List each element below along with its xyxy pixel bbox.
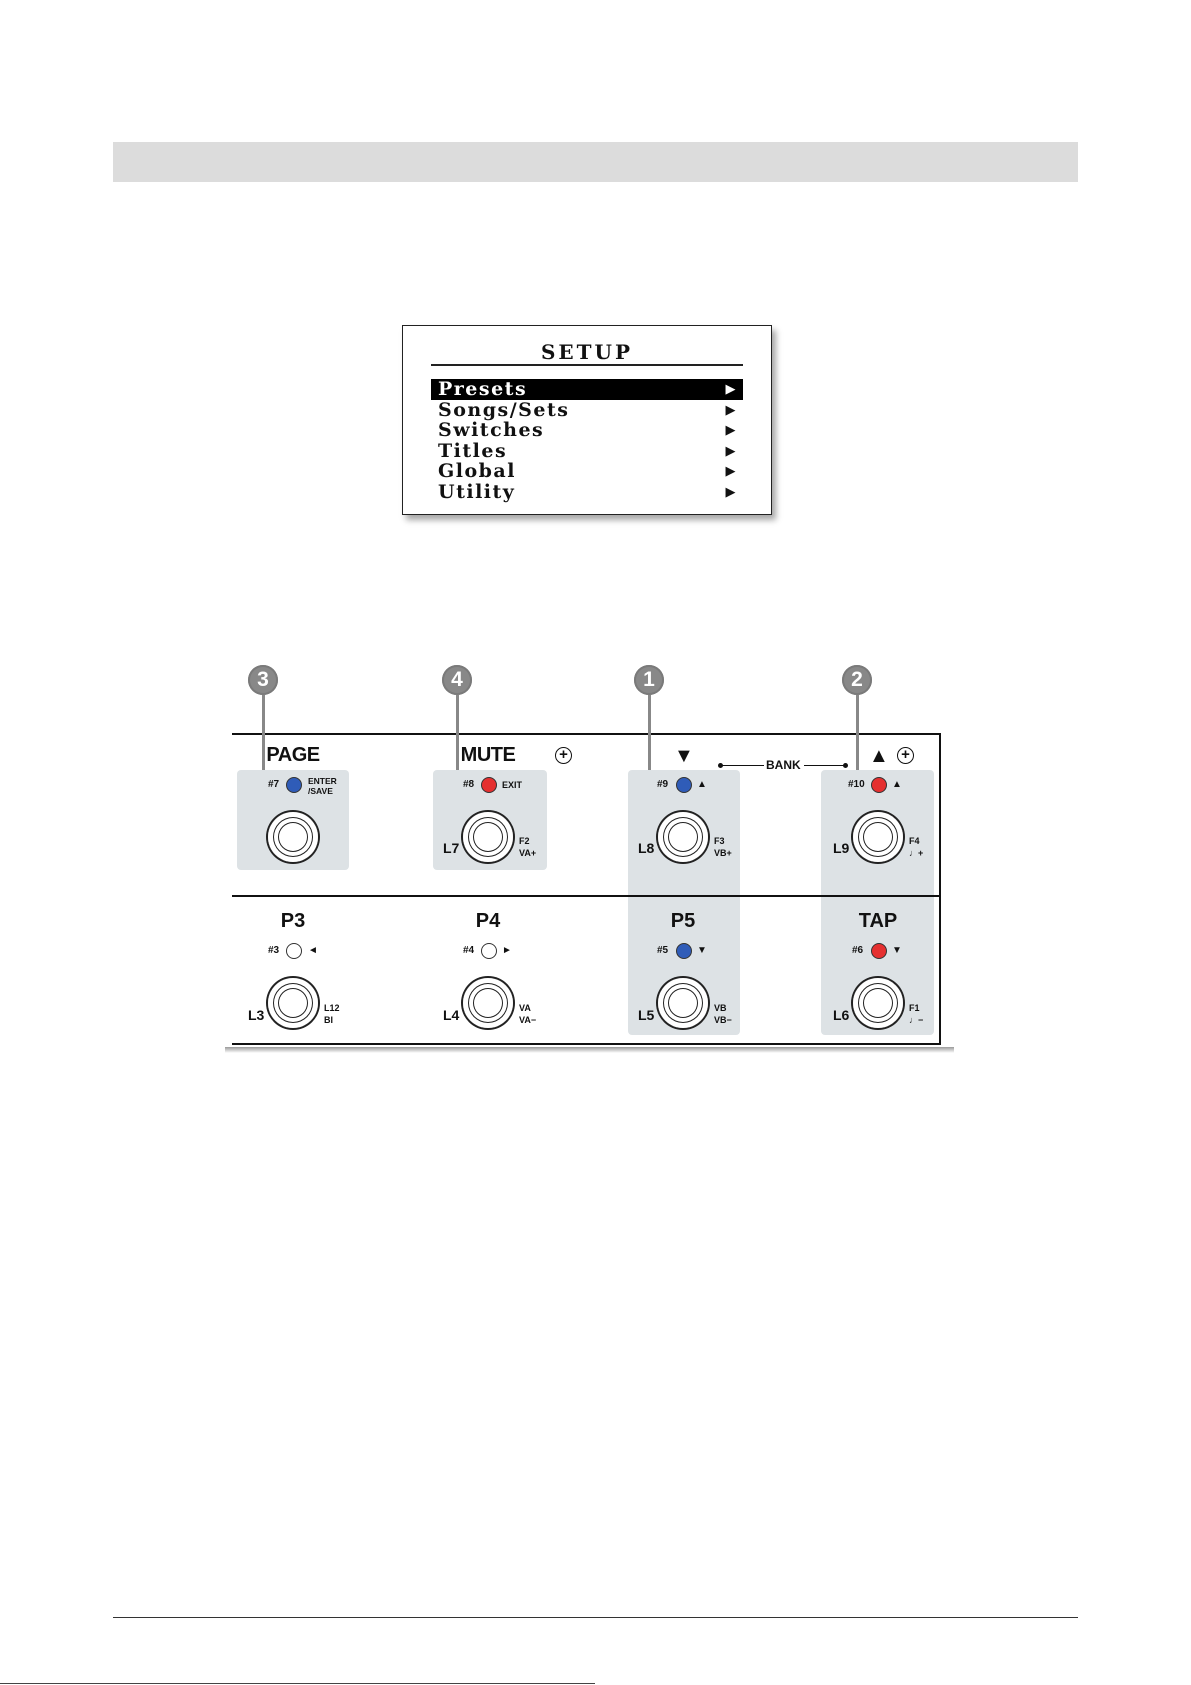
jack-label-l9: L9 xyxy=(833,840,849,856)
footswitch-bank-up[interactable] xyxy=(853,812,903,862)
switch-side-down-arrow: ▼ xyxy=(697,946,707,956)
footswitch-p5[interactable] xyxy=(658,978,708,1028)
switch-number-7: #7 xyxy=(268,780,279,790)
footswitch-p4[interactable] xyxy=(463,978,513,1028)
led-red-8 xyxy=(481,777,497,793)
switch-side-exit: EXIT xyxy=(502,780,522,790)
footer-stub xyxy=(0,1683,595,1684)
jack-sub-f4: F4 xyxy=(909,836,920,846)
panel-right-border xyxy=(939,733,941,1045)
switch-number-5: #5 xyxy=(657,946,668,956)
switch-title-p5: P5 xyxy=(638,910,728,933)
panel-mid-divider xyxy=(232,895,941,897)
panel-shadow xyxy=(225,1047,954,1053)
jack-label-l4: L4 xyxy=(443,1007,459,1023)
switch-number-9: #9 xyxy=(657,780,668,790)
jack-sub-va-minus: VA− xyxy=(519,1015,536,1025)
jack-sub-va: VA xyxy=(519,1003,531,1013)
jack-sub-tempo-plus: ♩+ xyxy=(909,848,923,858)
jack-sub-f2: F2 xyxy=(519,836,530,846)
arrow-right-icon: ▶ xyxy=(726,441,738,462)
callout-line-2 xyxy=(856,695,859,770)
switch-side-enter-save: ENTER /SAVE xyxy=(308,776,337,796)
lcd-menu-item-titles[interactable]: Titles▶ xyxy=(431,441,743,462)
jack-sub-l12: L12 xyxy=(324,1003,340,1013)
switch-number-10: #10 xyxy=(848,780,865,790)
jack-sub-bi: BI xyxy=(324,1015,333,1025)
bank-line-right xyxy=(804,765,844,766)
jack-sub-vb-plus: VB+ xyxy=(714,848,732,858)
switch-title-tap: TAP xyxy=(833,910,923,933)
led-red-6 xyxy=(871,943,887,959)
led-blue-9 xyxy=(676,777,692,793)
led-blue-5 xyxy=(676,943,692,959)
switch-title-p4: P4 xyxy=(443,910,533,933)
footswitch-p3[interactable] xyxy=(268,978,318,1028)
switch-side-up-arrow: ▲ xyxy=(697,780,707,790)
led-blue-7 xyxy=(286,777,302,793)
arrow-right-icon: ▶ xyxy=(726,482,738,503)
jack-sub-f1: F1 xyxy=(909,1003,920,1013)
switch-title-page: PAGE xyxy=(248,744,338,767)
bank-down-triangle-icon: ▼ xyxy=(674,746,694,766)
switch-side-left-arrow: ◄ xyxy=(308,946,318,956)
lcd-menu-item-switches[interactable]: Switches▶ xyxy=(431,420,743,441)
bank-up-triangle-icon: ▲ xyxy=(869,746,889,766)
footswitch-page[interactable] xyxy=(268,812,318,862)
led-off-4 xyxy=(481,943,497,959)
plus-circle-icon: + xyxy=(555,747,572,764)
jack-label-l5: L5 xyxy=(638,1007,654,1023)
jack-sub-va-plus: VA+ xyxy=(519,848,536,858)
panel-bottom-border xyxy=(232,1043,941,1045)
panel-top-border xyxy=(232,733,941,735)
switch-side-right-arrow: ► xyxy=(502,946,512,956)
jack-label-l3: L3 xyxy=(248,1007,264,1023)
jack-label-l6: L6 xyxy=(833,1007,849,1023)
bank-line-left xyxy=(722,765,764,766)
callout-2: 2 xyxy=(842,665,872,695)
jack-sub-f3: F3 xyxy=(714,836,725,846)
lcd-menu: Presets▶ Songs/Sets▶ Switches▶ Titles▶ G… xyxy=(431,379,743,503)
callout-line-1 xyxy=(648,695,651,770)
arrow-right-icon: ▶ xyxy=(726,400,738,421)
lcd-menu-item-global[interactable]: Global▶ xyxy=(431,461,743,482)
footswitch-bank-down[interactable] xyxy=(658,812,708,862)
switch-number-4: #4 xyxy=(463,946,474,956)
switch-number-3: #3 xyxy=(268,946,279,956)
switch-number-8: #8 xyxy=(463,780,474,790)
jack-label-l7: L7 xyxy=(443,840,459,856)
footswitch-mute[interactable] xyxy=(463,812,513,862)
switch-side-up-arrow: ▲ xyxy=(892,780,902,790)
led-red-10 xyxy=(871,777,887,793)
jack-sub-vb: VB xyxy=(714,1003,727,1013)
jack-sub-tempo-minus: ♩− xyxy=(909,1015,923,1025)
header-band xyxy=(113,142,1078,182)
setup-lcd-screen: SETUP Presets▶ Songs/Sets▶ Switches▶ Tit… xyxy=(402,325,772,515)
arrow-right-icon: ▶ xyxy=(726,461,738,482)
lcd-menu-item-utility[interactable]: Utility▶ xyxy=(431,482,743,503)
arrow-right-icon: ▶ xyxy=(726,379,738,400)
switch-number-6: #6 xyxy=(852,946,863,956)
bank-label: BANK xyxy=(766,760,801,770)
jack-label-l8: L8 xyxy=(638,840,654,856)
lcd-menu-item-presets[interactable]: Presets▶ xyxy=(431,379,743,400)
jack-sub-vb-minus: VB− xyxy=(714,1015,732,1025)
switch-side-down-arrow: ▼ xyxy=(892,946,902,956)
arrow-right-icon: ▶ xyxy=(726,420,738,441)
callout-3: 3 xyxy=(248,665,278,695)
lcd-title: SETUP xyxy=(403,340,771,364)
led-off-3 xyxy=(286,943,302,959)
callout-1: 1 xyxy=(634,665,664,695)
plus-circle-icon: + xyxy=(897,747,914,764)
lcd-divider xyxy=(431,364,743,366)
bank-dot-right xyxy=(843,763,848,768)
switch-title-p3: P3 xyxy=(248,910,338,933)
footswitch-tap[interactable] xyxy=(853,978,903,1028)
switch-title-mute: MUTE xyxy=(443,744,533,767)
footer-rule xyxy=(113,1617,1078,1618)
lcd-menu-item-songs-sets[interactable]: Songs/Sets▶ xyxy=(431,400,743,421)
callout-4: 4 xyxy=(442,665,472,695)
